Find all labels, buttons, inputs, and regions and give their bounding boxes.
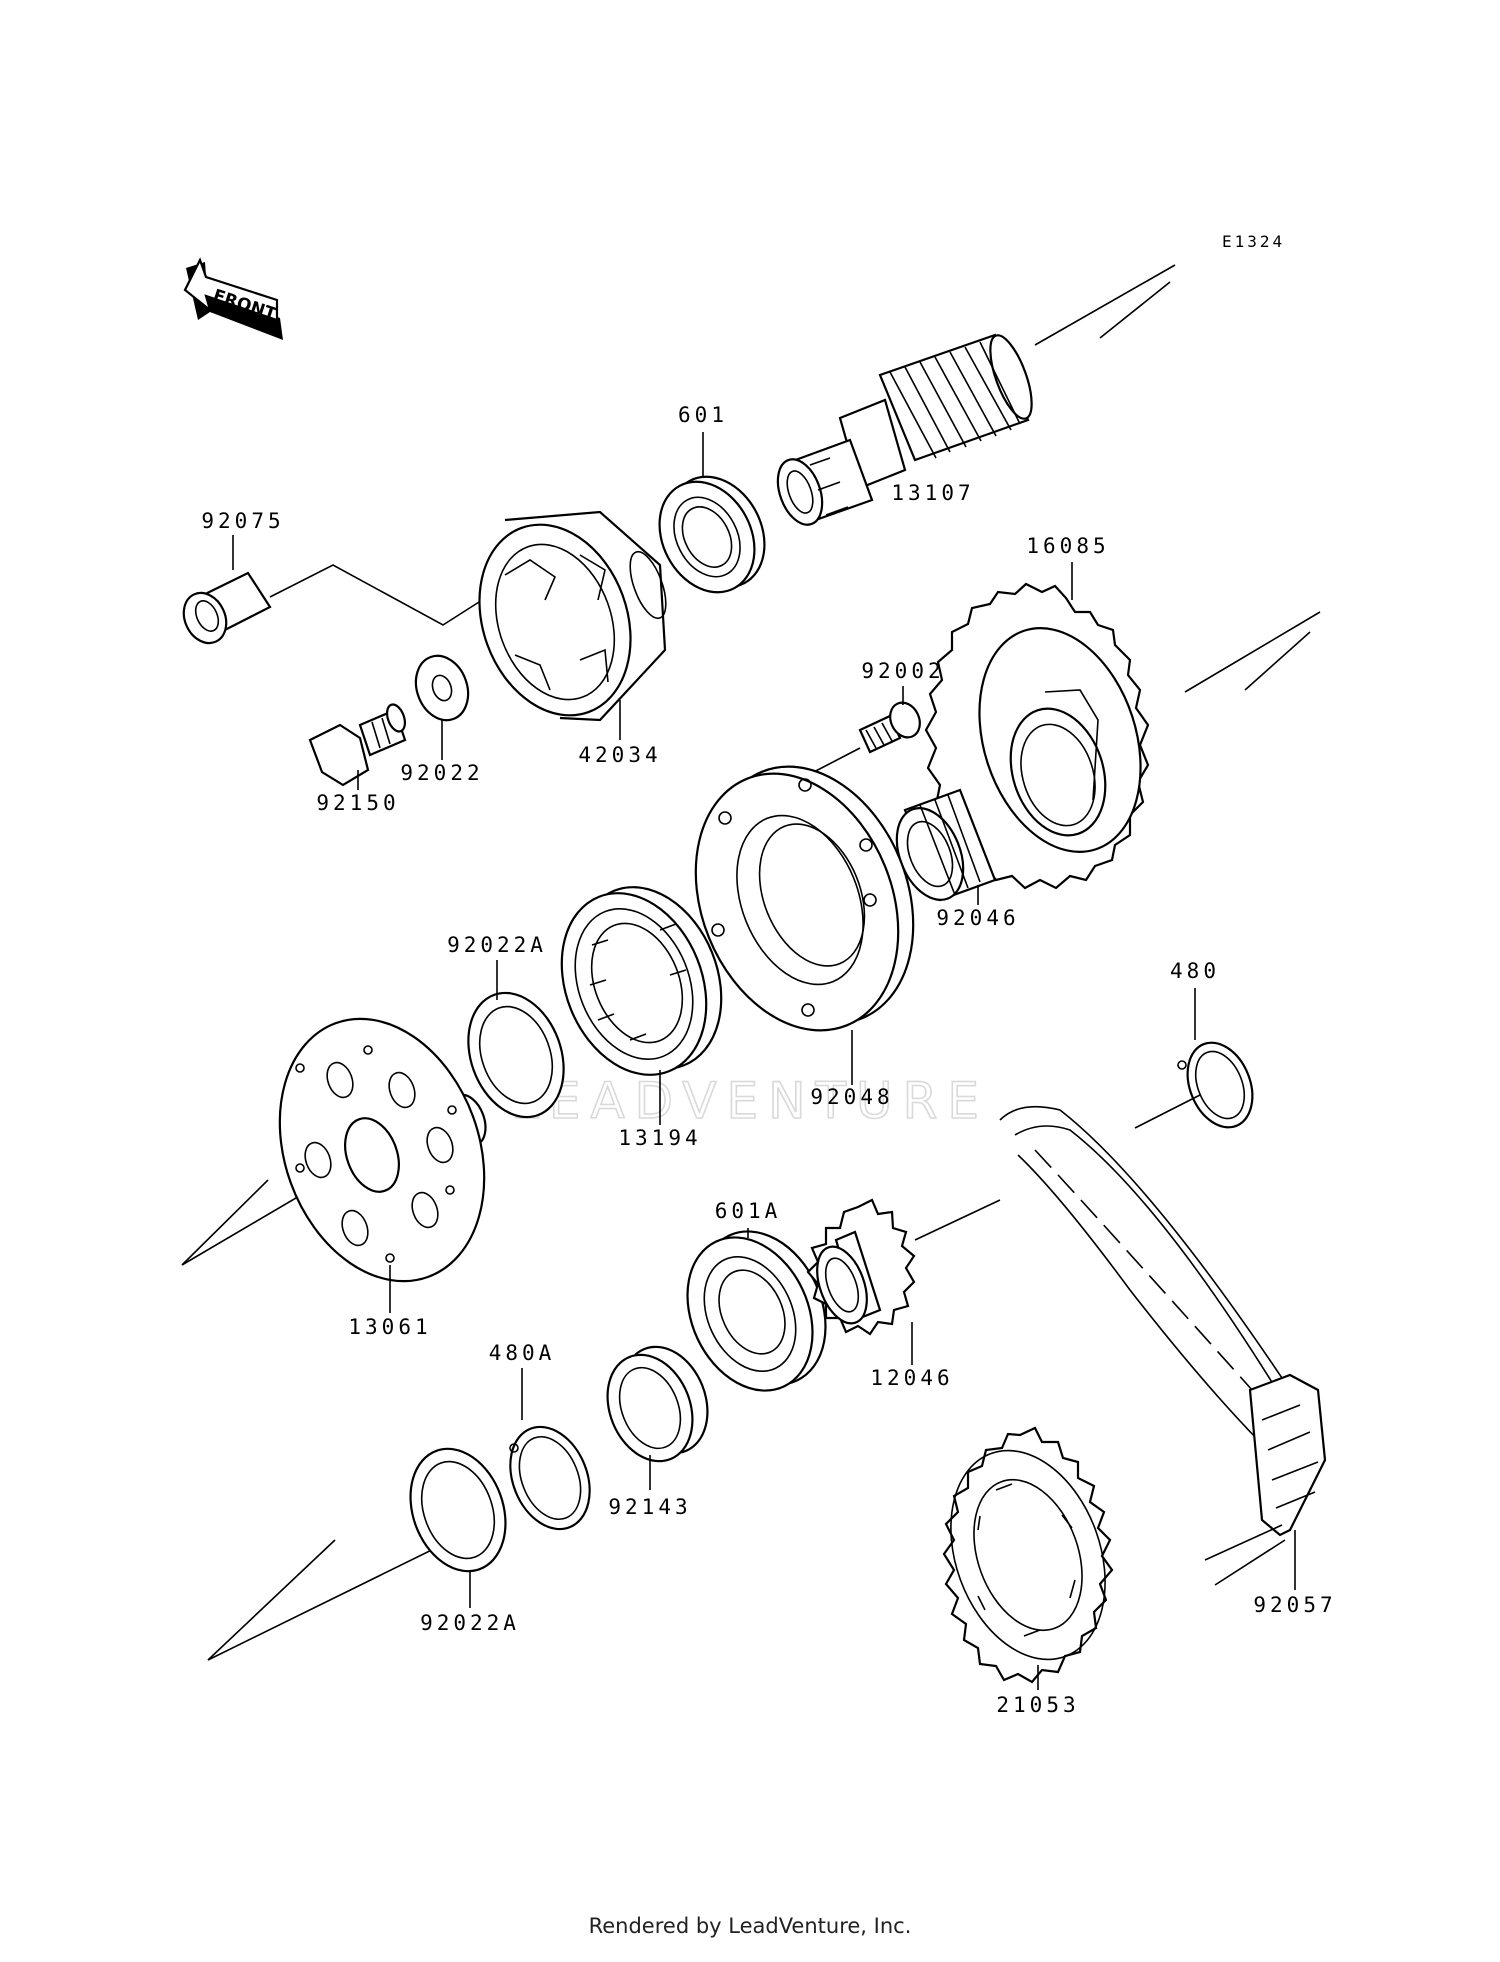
hub-13061 — [181, 1017, 487, 1313]
washer-92022 — [414, 654, 470, 760]
clutch-13194 — [560, 886, 723, 1125]
chain-92057 — [999, 1105, 1327, 1590]
part-label-92143: 92143 — [608, 1495, 691, 1519]
part-label-12046: 12046 — [870, 1366, 953, 1390]
part-label-21053: 21053 — [996, 1693, 1079, 1717]
part-label-92075: 92075 — [201, 509, 284, 533]
circlip-480A — [509, 1368, 591, 1531]
watermark: LEADVENTURE — [510, 899, 989, 1131]
part-label-92048: 92048 — [810, 1085, 893, 1109]
washer-92022A-upper — [467, 960, 565, 1119]
needle-bearing-92046 — [895, 788, 997, 905]
part-label-13107: 13107 — [891, 481, 974, 505]
part-label-92002: 92002 — [861, 659, 944, 683]
part-label-601: 601 — [678, 403, 728, 427]
sprocket-12046 — [806, 1198, 1001, 1365]
bearing-601A — [686, 1228, 827, 1392]
part-label-601A: 601A — [715, 1199, 782, 1223]
part-label-92022A-upper: 92022A — [447, 933, 547, 957]
circlip-480 — [1134, 988, 1254, 1129]
housing-42034 — [478, 510, 667, 740]
part-label-92046: 92046 — [936, 906, 1019, 930]
part-label-92150: 92150 — [316, 791, 399, 815]
part-label-480A: 480A — [489, 1341, 556, 1365]
washer-92022A-lower — [207, 1447, 507, 1661]
collar-92143 — [606, 1345, 709, 1490]
part-label-92022: 92022 — [400, 761, 483, 785]
part-label-13194: 13194 — [618, 1126, 701, 1150]
watermark-text: LEADVENTURE — [511, 1072, 989, 1130]
footer-credit: Rendered by LeadVenture, Inc. — [588, 1914, 912, 1938]
sprocket-21053 — [942, 1426, 1114, 1690]
part-label-480: 480 — [1170, 959, 1220, 983]
part-label-13061: 13061 — [348, 1315, 431, 1339]
shaft-13107 — [776, 264, 1176, 526]
bolt-92150 — [308, 703, 407, 790]
part-label-92022A-lower: 92022A — [420, 1611, 520, 1635]
front-arrow-icon: FRONT — [183, 257, 283, 340]
bolt-92002 — [807, 686, 921, 776]
part-label-16085: 16085 — [1026, 534, 1109, 558]
bearing-601 — [658, 432, 766, 594]
damper-92075 — [182, 535, 491, 645]
gear-16085 — [924, 562, 1321, 890]
clutch-outer-92048 — [694, 765, 915, 1085]
part-label-42034: 42034 — [578, 743, 661, 767]
diagram-code: E1324 — [1222, 232, 1285, 251]
part-label-92057: 92057 — [1253, 1593, 1336, 1617]
